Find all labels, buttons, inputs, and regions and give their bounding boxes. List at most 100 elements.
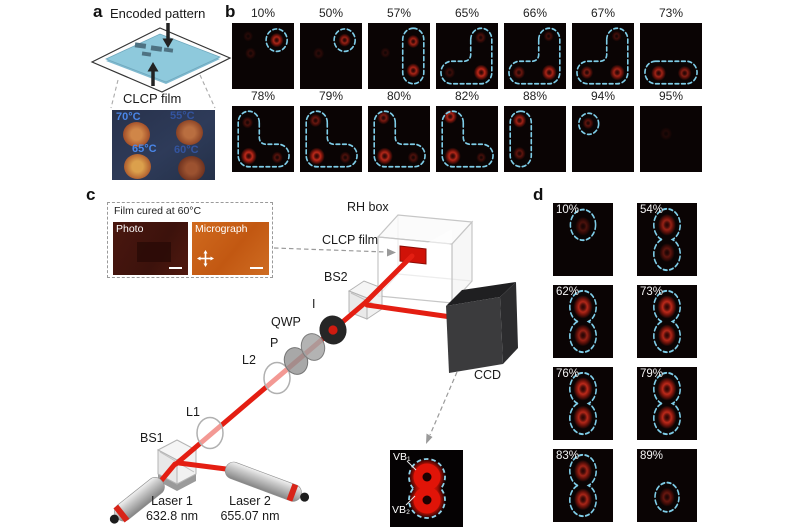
iris-disk [319, 315, 347, 345]
humidity-label: 10% [556, 204, 580, 216]
panel-a-letter: a [93, 2, 103, 21]
film-dot [124, 154, 151, 179]
vortex-image-tile: 54% [637, 203, 697, 276]
scale-bar [169, 266, 182, 269]
vb1-label: VB₁ [393, 451, 411, 463]
photo-label: Photo [116, 223, 144, 235]
inset-title: Film cured at 60°C [114, 205, 202, 217]
vortex-image-tile: 10% [553, 203, 613, 276]
microscopy-image [232, 23, 294, 89]
humidity-label: 82% [454, 89, 480, 103]
humidity-label: 79% [640, 368, 664, 380]
polarizer-disk [283, 347, 309, 375]
l2-label: L2 [242, 353, 256, 367]
film-micrograph: Micrograph [192, 222, 269, 275]
humidity-label: 73% [640, 286, 664, 298]
microscopy-image [504, 106, 566, 172]
micrograph-label: Micrograph [195, 223, 248, 235]
humidity-label: 65% [454, 6, 480, 20]
microscopy-image [300, 106, 362, 172]
microscopy-image [640, 106, 702, 172]
vortex-image-tile: 76% [553, 367, 613, 440]
clcp-film-c-label: CLCP film [322, 233, 379, 247]
laser1-wavelength: 632.8 nm [145, 509, 199, 523]
humidity-label: 73% [658, 6, 684, 20]
laser1-label: Laser 1 [151, 494, 193, 508]
humidity-label: 66% [522, 6, 548, 20]
vortex-image-tile: 89% [637, 449, 697, 522]
vb2-label: VB₂ [392, 504, 411, 516]
humidity-label: 88% [522, 89, 548, 103]
rh-box [376, 214, 474, 305]
humidity-label: 50% [318, 6, 344, 20]
rh-image-column: 50% [300, 6, 362, 89]
laser2-label: Laser 2 [229, 494, 271, 508]
microscopy-image [368, 23, 430, 89]
bs2-cube [347, 280, 384, 320]
film-photo: Photo [113, 222, 188, 275]
panel-d-grid: 10% 54% 62% 73% 76% 79% 83% 89% [553, 203, 697, 522]
laser2-wavelength: 655.07 nm [220, 509, 280, 523]
clcp-film-sample [399, 245, 427, 265]
humidity-label: 89% [640, 450, 664, 462]
humidity-label: 67% [590, 6, 616, 20]
humidity-label: 78% [250, 89, 276, 103]
bs1-cube [156, 439, 198, 491]
humidity-label: 95% [658, 89, 684, 103]
bs1-label: BS1 [140, 431, 164, 445]
clcp-film-label: CLCP film [123, 91, 182, 106]
scattered-beam [413, 229, 452, 261]
temp-70: 70°C [116, 111, 141, 123]
ccd-camera [446, 282, 518, 373]
dashed-connectors [273, 247, 458, 444]
humidity-label: 10% [250, 6, 276, 20]
encoded-pattern-marks [134, 42, 174, 57]
rh-image-column: 79% [300, 89, 362, 172]
humidity-label: 76% [556, 368, 580, 380]
humidity-label: 79% [318, 89, 344, 103]
rh-image-column: 10% [232, 6, 294, 89]
bs2-label: BS2 [324, 270, 348, 284]
microscopy-image [572, 106, 634, 172]
up-arrow-icon [147, 62, 159, 86]
qwp-disk [300, 333, 326, 361]
lens-l2 [263, 361, 291, 395]
temp-55: 55°C [170, 110, 195, 122]
film-dot [178, 156, 205, 180]
rh-image-column: 94% [572, 89, 634, 172]
rh-image-column: 66% [504, 6, 566, 89]
vortex-image-tile: 73% [637, 285, 697, 358]
crossed-arrows-icon [197, 250, 214, 267]
microscopy-image [640, 23, 702, 89]
encoded-pattern-label: Encoded pattern [110, 6, 206, 21]
ccd-label: CCD [474, 368, 502, 382]
panel-c-letter: c [86, 185, 96, 204]
panel-d-letter: d [533, 185, 544, 204]
rh-image-column: 65% [436, 6, 498, 89]
temp-60: 60°C [174, 144, 199, 156]
microscopy-image [436, 23, 498, 89]
microscopy-image [300, 23, 362, 89]
humidity-label: 80% [386, 89, 412, 103]
panel-b-letter: b [225, 2, 236, 21]
rh-image-column: 82% [436, 89, 498, 172]
iris-label: I [312, 297, 316, 311]
polarizer-label: P [270, 336, 279, 350]
rh-image-column: 80% [368, 89, 430, 172]
thermochromic-photo: 70°C 55°C 65°C 60°C [112, 110, 215, 180]
down-arrow-icon [162, 23, 174, 48]
l1-label: L1 [186, 405, 200, 419]
vortex-image-tile: 62% [553, 285, 613, 358]
film-patch [137, 242, 171, 262]
film-inset-box: Film cured at 60°C Photo Micrograph [107, 202, 273, 278]
humidity-label: 83% [556, 450, 580, 462]
humidity-label: 57% [386, 6, 412, 20]
vortex-image-tile: 79% [637, 367, 697, 440]
lens-l1 [196, 416, 224, 450]
film-dot [123, 122, 150, 147]
qwp-label: QWP [271, 315, 301, 329]
rh-image-column: 78% [232, 89, 294, 172]
rh-image-column: 73% [640, 6, 702, 89]
microscopy-image [436, 106, 498, 172]
